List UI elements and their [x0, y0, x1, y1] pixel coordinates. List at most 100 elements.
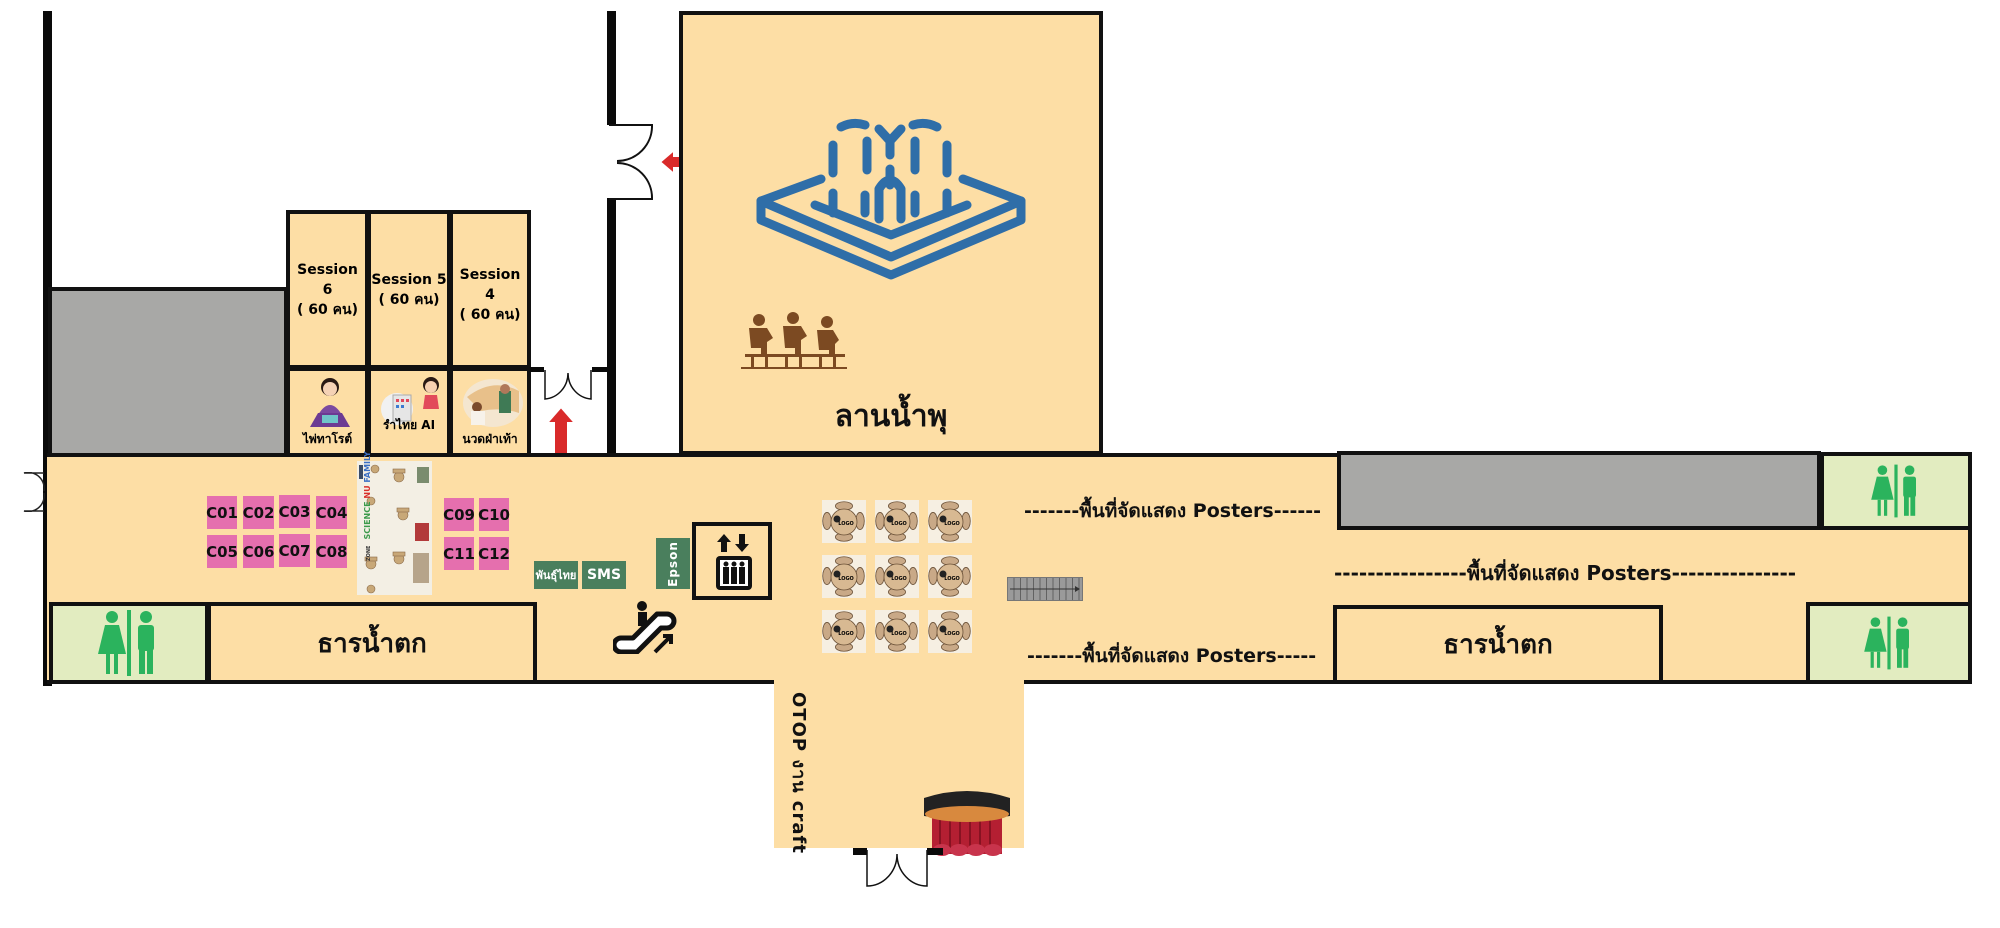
entrance-arrow-up-icon: [545, 405, 577, 456]
table-logo-text: LOGO: [891, 576, 907, 582]
activity-label: นวดฝ่าเท้า: [462, 432, 518, 446]
restricted-area-right: [1337, 451, 1821, 530]
table-logo-text: LOGO: [891, 631, 907, 637]
table-set-icon: LOGO: [928, 500, 972, 543]
poster-area-label-right: ----------------พื้นที่จัดแสดง Posters--…: [1334, 561, 1797, 585]
fountain-plaza-label: ลานน้ำพุ: [834, 399, 948, 434]
restroom-icon: [98, 610, 154, 676]
stage-icon: [924, 791, 1010, 856]
foot-massage-icon: [463, 379, 523, 427]
booth-C11[interactable]: C11: [443, 537, 475, 570]
waterfall-label: ธารน้ำตก: [317, 628, 427, 659]
door-jamb: [530, 367, 544, 372]
poster-area-label-lower: -------พื้นที่จัดแสดง Posters-----: [1027, 645, 1317, 667]
table-set-icon: LOGO: [822, 555, 866, 598]
zone-layout-icon: [359, 464, 429, 594]
waterfall-label: ธารน้ำตก: [1443, 630, 1553, 660]
stairs-icon[interactable]: [1007, 577, 1083, 601]
booth-C09[interactable]: C09: [443, 498, 475, 531]
restroom-right-lower[interactable]: [1806, 602, 1972, 684]
booth-C10[interactable]: C10: [478, 498, 510, 531]
restroom-right-upper[interactable]: [1820, 452, 1972, 530]
zone-title-nu: NU: [363, 482, 372, 499]
escalator-icon[interactable]: [613, 600, 683, 654]
table-set-icon: LOGO: [875, 610, 919, 653]
science-nu-family-zone[interactable]: ZONE SCIENCE NU FAMILY: [357, 451, 432, 595]
booth-C05[interactable]: C05: [206, 535, 238, 568]
table-set-icon: LOGO: [822, 500, 866, 543]
sponsor-phanthai[interactable]: พันธุ์ไทย: [534, 561, 578, 589]
door-jamb: [927, 848, 943, 855]
session-name: Session 4: [459, 266, 521, 303]
restroom-icon: [1871, 464, 1916, 518]
activity-label: ไพ่ทาโรต์: [302, 432, 353, 446]
table-set-grid: LOGO LOGO LOGO LOGO LOGO LOGO LOGO LOGO LOGO: [822, 500, 972, 653]
fountain-plaza[interactable]: ลานน้ำพุ: [679, 11, 1103, 455]
activity-label: รำไทย AI: [382, 418, 436, 432]
session-name: Session 5: [371, 271, 447, 288]
tables-grid: LOGO LOGO LOGO LOGO LOGO LOGO LOGO LOGO LOGO: [822, 500, 978, 653]
table-logo-text: LOGO: [944, 576, 960, 582]
session-name: Session 6: [297, 261, 358, 298]
south-door-icon[interactable]: [866, 850, 928, 888]
otop-opening: [778, 678, 1020, 686]
elevator-icon: [716, 534, 752, 590]
session-capacity: ( 60 คน): [297, 301, 358, 318]
restricted-area-left: [48, 287, 288, 457]
zone-word: ZONE: [366, 545, 372, 561]
inner-wall-lower: [607, 198, 616, 455]
session-capacity: ( 60 คน): [459, 306, 521, 323]
activity-foot-massage[interactable]: นวดฝ่าเท้า: [449, 367, 531, 457]
table-logo-text: LOGO: [838, 631, 854, 637]
thai-dance-ai-icon: [381, 377, 439, 425]
otop-craft-area[interactable]: OTOP งาน craft: [774, 680, 1024, 856]
booth-C06[interactable]: C06: [243, 535, 274, 568]
sponsor-epson-label: Epson: [666, 540, 680, 587]
booth-C01[interactable]: C01: [206, 496, 238, 529]
door-jamb: [853, 848, 867, 855]
session-room-5[interactable]: Session 5 ( 60 คน): [367, 210, 451, 369]
booth-C07[interactable]: C07: [279, 534, 310, 567]
left-outer-wall: [43, 11, 52, 686]
door-jamb: [592, 367, 608, 372]
booth-C02[interactable]: C02: [243, 496, 274, 529]
restroom-left[interactable]: [49, 602, 209, 684]
table-set-icon: LOGO: [928, 610, 972, 653]
booth-C03[interactable]: C03: [279, 495, 310, 528]
table-set-icon: LOGO: [875, 500, 919, 543]
zone-title: ZONE SCIENCE NU FAMILY: [363, 451, 372, 561]
poster-area-label-upper: -------พื้นที่จัดแสดง Posters------: [1024, 500, 1322, 522]
table-set-icon: LOGO: [822, 610, 866, 653]
table-set-icon: LOGO: [928, 555, 972, 598]
tarot-reader-icon: [310, 378, 350, 427]
table-logo-text: LOGO: [891, 521, 907, 527]
restroom-icon: [1864, 616, 1909, 670]
west-door-icon[interactable]: [20, 472, 46, 512]
waterfall-stream-left[interactable]: ธารน้ำตก: [207, 602, 537, 684]
sponsor-epson[interactable]: Epson: [656, 538, 690, 589]
booth-C08[interactable]: C08: [316, 535, 347, 568]
activity-thai-dance-ai[interactable]: รำไทย AI: [367, 367, 451, 457]
musicians-icon: [741, 312, 847, 369]
zone-title-family: FAMILY: [363, 451, 372, 483]
otop-label: OTOP งาน craft: [788, 692, 809, 854]
table-set-icon: LOGO: [875, 555, 919, 598]
table-logo-text: LOGO: [944, 521, 960, 527]
session-capacity: ( 60 คน): [378, 291, 440, 308]
zone-title-science: SCIENCE: [363, 498, 372, 540]
session-area-door-icon[interactable]: [543, 369, 593, 401]
session-room-4[interactable]: Session 4 ( 60 คน): [449, 210, 531, 369]
table-logo-text: LOGO: [944, 631, 960, 637]
fountain-door-icon[interactable]: [607, 124, 657, 200]
table-logo-text: LOGO: [838, 521, 854, 527]
booth-C12[interactable]: C12: [478, 537, 510, 570]
activity-tarot[interactable]: ไพ่ทาโรต์: [286, 367, 369, 457]
sponsor-sms[interactable]: SMS: [582, 561, 626, 589]
session-room-6[interactable]: Session 6 ( 60 คน): [286, 210, 369, 369]
elevator[interactable]: [692, 522, 772, 600]
booth-C04[interactable]: C04: [316, 496, 347, 529]
waterfall-stream-right[interactable]: ธารน้ำตก: [1333, 605, 1663, 684]
table-logo-text: LOGO: [838, 576, 854, 582]
inner-wall-upper: [607, 11, 616, 125]
fountain-icon: [756, 118, 1026, 280]
